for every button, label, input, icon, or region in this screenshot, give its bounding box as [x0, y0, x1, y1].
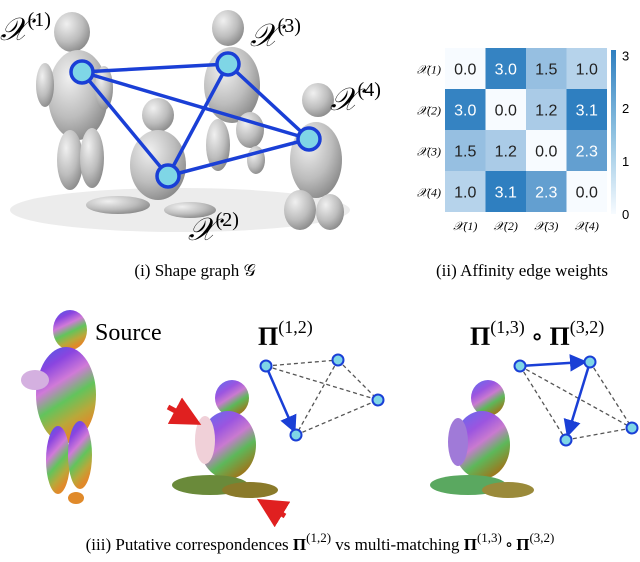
- heatmap-cell: [566, 130, 607, 171]
- heatmap-value: 1.2: [535, 103, 557, 120]
- heatmap-value: 0.0: [495, 103, 517, 120]
- heatmap-row-label: 𝒳(1): [417, 63, 441, 77]
- heatmap-value: 0.0: [454, 62, 476, 79]
- heatmap-col-label: 𝒳(3): [534, 219, 558, 233]
- caption-matching: (iii) Putative correspondences Π(1,2) vs…: [86, 530, 555, 554]
- node-label-2: 𝒳(2): [188, 209, 239, 247]
- heatmap-cell: [485, 89, 526, 130]
- node-label-4: 𝒳(4): [330, 79, 381, 117]
- mesh-figure-4: [284, 83, 344, 230]
- heatmap-value: 1.5: [454, 144, 476, 161]
- putative-target-mesh: [172, 380, 278, 498]
- affinity-panel: 0.0 3.0 1.5 1.0 3.0 0.0 1.2 3.1 1.5 1.2 0.0 2.3 1.0 3…: [417, 48, 629, 280]
- heatmap-value: 2.3: [535, 185, 557, 202]
- heatmap-cell: [485, 130, 526, 171]
- caption-affinity: (ii) Affinity edge weights: [436, 261, 608, 280]
- node-label-3: 𝒳(3): [250, 15, 301, 53]
- heatmap-cell: [445, 130, 486, 171]
- heatmap-cell: [566, 89, 607, 130]
- heatmap-col-label: 𝒳(1): [453, 219, 477, 233]
- heatmap-cell: [485, 171, 526, 212]
- heatmap-cell: [566, 48, 607, 89]
- heatmap-cell: [445, 89, 486, 130]
- affinity-heatmap: 0.0 3.0 1.5 1.0 3.0 0.0 1.2 3.1 1.5 1.2 0.0 2.3 1.0 3…: [445, 48, 607, 212]
- heatmap-cell: [526, 171, 567, 212]
- heatmap-value: 3.1: [495, 185, 517, 202]
- colorbar-tick-label: 1: [622, 154, 629, 169]
- heatmap-value: 2.3: [576, 144, 598, 161]
- graph-node-1: [69, 59, 95, 85]
- heatmap-cell: [526, 130, 567, 171]
- colorbar-tick-label: 0: [622, 207, 629, 222]
- mesh-figure-1: [36, 12, 113, 190]
- heatmap-value: 0.0: [576, 185, 598, 202]
- heatmap-value: 3.0: [495, 62, 517, 79]
- caption-shape-graph: (i) Shape graph 𝒢: [134, 261, 255, 280]
- error-arrow-lower: [256, 498, 291, 528]
- multi-matching-target-mesh: [430, 380, 534, 498]
- mini-graph-direct: [259, 353, 385, 442]
- source-label: Source: [95, 320, 162, 346]
- matching-panel: Source Π(1,2): [21, 310, 639, 554]
- heatmap-value: 1.5: [535, 62, 557, 79]
- heatmap-value: 3.0: [454, 103, 476, 120]
- heatmap-row-label: 𝒳(3): [417, 145, 441, 159]
- heatmap-row-label: 𝒳(4): [417, 186, 441, 200]
- graph-edges: [80, 62, 311, 178]
- heatmap-value: 1.2: [495, 144, 517, 161]
- heatmap-cell: [445, 48, 486, 89]
- heatmap-row-label: 𝒳(2): [417, 104, 441, 118]
- heatmap-cell: [526, 89, 567, 130]
- heatmap-cell: [445, 171, 486, 212]
- heatmap-col-label: 𝒳(2): [494, 219, 518, 233]
- source-mesh: [21, 310, 96, 504]
- heatmap-value: 1.0: [454, 185, 476, 202]
- node-label-1: 𝒳(1): [0, 9, 51, 47]
- heatmap-value: 0.0: [535, 144, 557, 161]
- heatmap-cell: [526, 48, 567, 89]
- graph-node-4: [296, 126, 322, 152]
- pi12-title: Π(1,2): [258, 317, 313, 351]
- heatmap-col-label: 𝒳(4): [575, 219, 599, 233]
- graph-node-2: [155, 163, 181, 189]
- composite-title: Π(1,3)∘Π(3,2): [470, 317, 604, 351]
- heatmap-cell: [566, 171, 607, 212]
- shape-graph-panel: 𝒳(1) 𝒳(3) 𝒳(4) 𝒳(2) (i) Shape graph 𝒢: [0, 9, 381, 280]
- heatmap-value: 1.0: [576, 62, 598, 79]
- colorbar-tick-label: 3: [622, 48, 629, 63]
- colorbar: [611, 50, 616, 214]
- mini-graph-composed: [513, 354, 639, 447]
- colorbar-tick-label: 2: [622, 101, 629, 116]
- colorbar-ticks: 3 2 1 0: [622, 48, 629, 222]
- error-arrow-upper: [166, 397, 202, 425]
- affinity-axis-labels: 𝒳(1) 𝒳(2) 𝒳(3) 𝒳(4) 𝒳(1) 𝒳(2) 𝒳(3) 𝒳(4): [417, 63, 599, 234]
- heatmap-value: 3.1: [576, 103, 598, 120]
- graph-node-3: [215, 51, 241, 77]
- heatmap-cell: [485, 48, 526, 89]
